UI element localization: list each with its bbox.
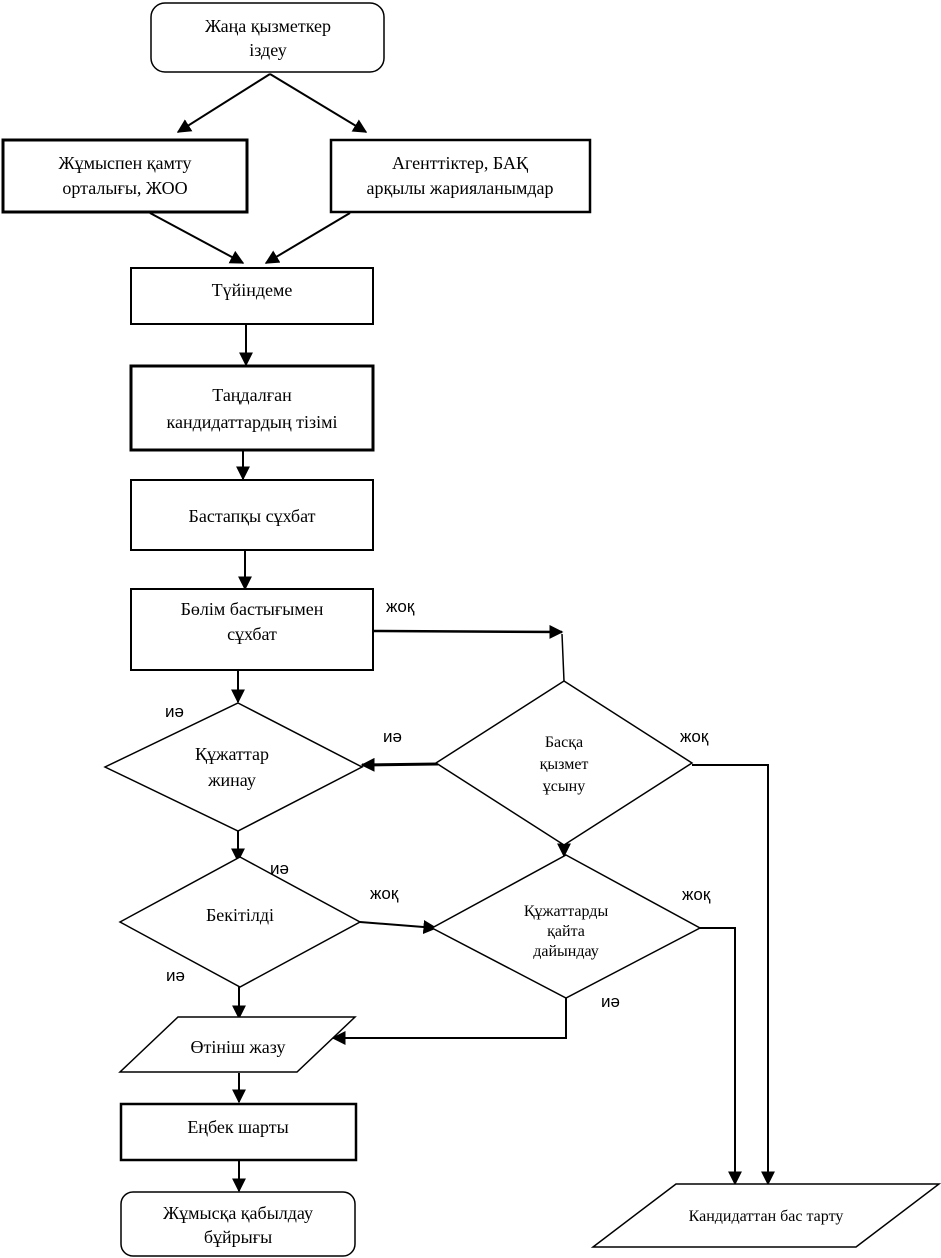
edge-labels: жоқ иә иә жоқ иә жоқ иә жоқ иә [165,597,711,1011]
node-head-interview-line-1: Бөлім бастығымен [181,599,324,619]
label-approved-no: жоқ [370,884,399,903]
node-employment-center-line-1: Жұмыспен қамту [58,153,191,173]
label-head-interview-no: жоқ [386,597,415,616]
node-shortlist-line-2: кандидаттардың тізімі [166,412,337,432]
edge-redo-docs-to-write-application [331,998,567,1045]
node-resume-line-1: Түйіндеме [212,280,293,300]
node-start-line-1: Жаңа қызметкер [205,16,331,36]
edge-approved-to-redo-docs [359,920,438,934]
node-initial-interview-line-1: Бастапқы сұхбат [189,506,316,526]
node-redo-docs-line-2: қайта [547,923,585,940]
node-hiring-order-line-2: бұйрығы [204,1227,272,1247]
label-redo-docs-no: жоқ [682,885,711,904]
edge-offer-other-job-to-reject [692,764,775,1186]
node-offer-other-job-line-2: қызмет [540,756,589,773]
label-offer-other-job-yes: иә [383,727,402,746]
node-redo-docs-line-3: дайындау [533,943,599,960]
node-start-line-2: іздеу [249,40,287,60]
node-agencies-media-line-1: Агенттіктер, БАҚ [392,153,529,173]
node-shortlist: Таңдалған кандидаттардың тізімі [129,364,375,452]
node-head-interview-line-2: сұхбат [227,624,277,644]
node-approved: Бекітілді [118,856,362,988]
edge-offer-other-job-to-collect-docs [360,757,439,772]
node-offer-other-job: Басқа қызмет ұсыну [434,680,694,846]
node-hiring-order: Жұмысқа қабылдау бұйрығы [120,1191,356,1257]
edge-head-interview-to-offer-other-job [373,624,564,639]
label-redo-docs-yes: иә [601,992,620,1011]
label-head-interview-yes: иә [165,702,184,721]
label-offer-other-job-no: жоқ [680,727,709,746]
node-approved-line-1: Бекітілді [206,905,274,925]
node-start: Жаңа қызметкер іздеу [150,2,385,73]
node-offer-other-job-line-3: ұсыну [543,778,585,795]
node-employment-center: Жұмыспен қамту орталығы, ЖОО [1,138,249,214]
node-agencies-media-line-2: арқылы жарияланымдар [367,178,554,198]
node-collect-docs-line-2: жинау [207,770,256,790]
node-initial-interview: Бастапқы сұхбат [130,479,374,551]
node-collect-docs-line-1: Құжаттар [195,744,269,764]
node-labor-contract: Еңбек шарты [119,1102,358,1162]
edge-offer-other-job-connector [561,633,565,682]
edge-start-to-employment-center [176,73,271,133]
label-collect-docs-yes: иә [270,859,289,878]
edge-agencies-media-to-resume [264,212,351,264]
edges [149,73,775,1193]
node-write-application-line-1: Өтініш жазу [190,1037,285,1057]
node-shortlist-line-1: Таңдалған [212,385,292,405]
node-write-application: Өтініш жазу [118,1016,357,1073]
node-resume: Түйіндеме [130,267,374,325]
node-labor-contract-line-1: Еңбек шарты [187,1117,288,1137]
node-head-interview: Бөлім бастығымен сұхбат [130,588,374,671]
node-reject-candidate-line-1: Кандидаттан бас тарту [689,1208,844,1225]
node-redo-docs: Құжаттарды қайта дайындау [430,854,702,999]
node-redo-docs-line-1: Құжаттарды [524,903,609,920]
edge-start-to-agencies-media [269,73,368,133]
node-hiring-order-line-1: Жұмысқа қабылдау [163,1203,313,1223]
node-employment-center-line-2: орталығы, ЖОО [62,178,187,198]
label-approved-yes: иә [166,966,185,985]
node-collect-docs: Құжаттар жинау [103,702,364,832]
edge-redo-docs-to-reject [700,927,742,1186]
node-reject-candidate: Кандидаттан бас тарту [590,1183,941,1248]
node-agencies-media: Агенттіктер, БАҚ арқылы жарияланымдар [329,138,592,214]
node-offer-other-job-line-1: Басқа [545,734,583,751]
edge-employment-center-to-resume [149,212,245,264]
